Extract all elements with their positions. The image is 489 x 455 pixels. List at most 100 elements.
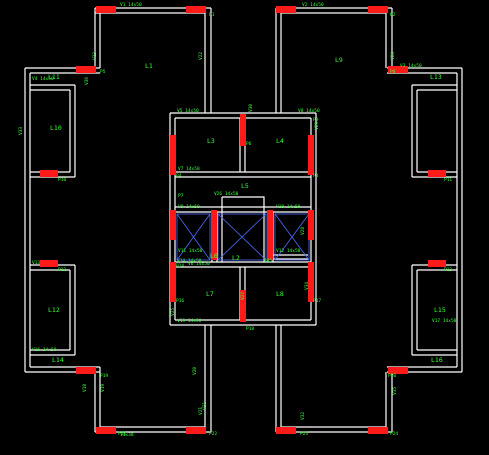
beam-label-v2: V2 14x50 <box>302 2 324 8</box>
column-8 <box>428 170 446 177</box>
column-22 <box>267 210 273 260</box>
slab-label-l15: L15 <box>434 306 446 314</box>
beam-label-v3: V3 14x50 <box>400 63 422 69</box>
column-section-label: 14x30 <box>120 432 134 438</box>
slab-label-l9: L9 <box>335 56 343 64</box>
column-label-p10: P10 <box>58 177 66 183</box>
beam-label-v8: V8 14x50 <box>298 108 320 114</box>
column-26 <box>308 262 314 302</box>
column-16 <box>368 427 388 434</box>
beam-label-v6: V6 14x50 <box>188 261 210 267</box>
vertical-beam-label-v30: V30 <box>248 104 254 112</box>
beam-label-v15: V15 14x50 <box>177 318 202 324</box>
column-24 <box>170 262 176 302</box>
beam-label-v11: V11 14x50 <box>178 248 203 254</box>
column-label-p11: P11 <box>444 177 452 183</box>
column-label-p13: P13 <box>444 267 452 273</box>
slab-label-l1: L1 <box>145 62 153 70</box>
column-label-p8: P8 <box>390 69 396 75</box>
column-1 <box>96 6 116 13</box>
beam-label-v9: V9 14x50 <box>178 204 200 210</box>
column-label-p2: P2 <box>390 12 396 18</box>
column-25 <box>240 290 246 322</box>
columns-layer <box>40 6 446 434</box>
column-21 <box>211 210 217 260</box>
vertical-beam-label-v36: V36 <box>84 77 90 85</box>
vertical-beam-label-v19: V19 <box>100 384 106 392</box>
column-label-p18: P18 <box>246 326 254 332</box>
column-12 <box>388 367 408 374</box>
column-13 <box>96 427 116 434</box>
column-label-p7: P7 <box>178 193 184 199</box>
column-label-p20: P20 <box>388 373 396 379</box>
column-15 <box>276 427 296 434</box>
vertical-beam-label-v27: V27 <box>240 292 246 300</box>
column-18 <box>240 114 246 146</box>
slab-label-l13: L13 <box>430 73 442 81</box>
column-label-p24: P24 <box>390 431 398 437</box>
column-label-p22: P22 <box>209 431 217 437</box>
column-19 <box>308 135 314 175</box>
beam-label-v5: V5 14x50 <box>177 108 199 114</box>
column-label-p6: P6 <box>246 141 252 147</box>
beam-label-v17: V17 14x50 <box>432 318 457 324</box>
vertical-beam-label-v21: V21 <box>198 407 204 415</box>
vertical-beam-label-v29: V29 <box>314 122 320 130</box>
slab-label-l3: L3 <box>207 137 215 145</box>
vertical-beam-label-v24: V24 <box>390 52 396 60</box>
beam-label-v14: V14 14x50 <box>177 258 202 264</box>
slab-label-l2: L2 <box>232 254 240 262</box>
vertical-beam-label-v32: V32 <box>300 412 306 420</box>
vertical-beam-label-v25: V25 <box>170 308 176 316</box>
vertical-beam-label-v20: V20 <box>192 367 198 375</box>
vertical-beam-label-v31: V31 <box>202 402 208 410</box>
beam-label-v7: V7 14x50 <box>178 166 200 172</box>
slab-label-l12: L12 <box>48 306 60 314</box>
column-label-p19: P19 <box>100 373 108 379</box>
slab-label-l8: L8 <box>276 290 284 298</box>
column-20 <box>170 210 176 240</box>
column-label-p23: P23 <box>300 431 308 437</box>
slab-label-l16: L16 <box>431 356 443 364</box>
beam-label-v10: V10 14x50 <box>276 204 301 210</box>
column-label-p1: P1 <box>209 12 215 18</box>
vertical-beam-label-v18: V18 <box>82 384 88 392</box>
slab-label-l5: L5 <box>241 182 249 190</box>
column-2 <box>186 6 206 13</box>
beam-label-v13: V13 <box>32 260 40 266</box>
column-9 <box>40 260 58 267</box>
column-label-p9: P9 <box>313 117 319 123</box>
column-17 <box>170 135 176 175</box>
column-7 <box>40 170 58 177</box>
slab-label-l14: L14 <box>52 356 64 364</box>
beam-label-v4: V4 14x50 <box>32 76 54 82</box>
column-3 <box>276 6 296 13</box>
column-label-p12: P12 <box>58 267 66 273</box>
slab-label-l4: L4 <box>276 137 284 145</box>
vertical-beam-label-v33: V33 <box>18 127 24 135</box>
column-label-p15: P15 <box>264 258 272 264</box>
column-label-p5: P5 <box>100 69 106 75</box>
column-10 <box>428 260 446 267</box>
vertical-beam-label-v23: V23 <box>92 52 98 60</box>
vertical-beam-label-v22: V22 <box>198 52 204 60</box>
slab-label-l11: L11 <box>48 73 60 81</box>
column-14 <box>186 427 206 434</box>
column-11 <box>76 367 96 374</box>
beam-label-v26: V26 14x50 <box>214 191 239 197</box>
beam-label-v12: V12 14x50 <box>276 248 301 254</box>
vertical-beam-label-v35: V35 <box>392 387 398 395</box>
vertical-beam-label-v28: V28 <box>300 227 306 235</box>
column-label-p3: P3 <box>313 173 319 179</box>
column-6 <box>388 66 408 73</box>
column-label-p4: P4 <box>176 173 182 179</box>
column-4 <box>368 6 388 13</box>
slab-label-l6: L6 <box>210 252 218 260</box>
column-5 <box>76 66 96 73</box>
column-label-p14: P14 <box>176 263 184 269</box>
vertical-beam-label-v34: V34 <box>304 282 310 290</box>
beam-label-v1: V1 14x50 <box>120 2 142 8</box>
